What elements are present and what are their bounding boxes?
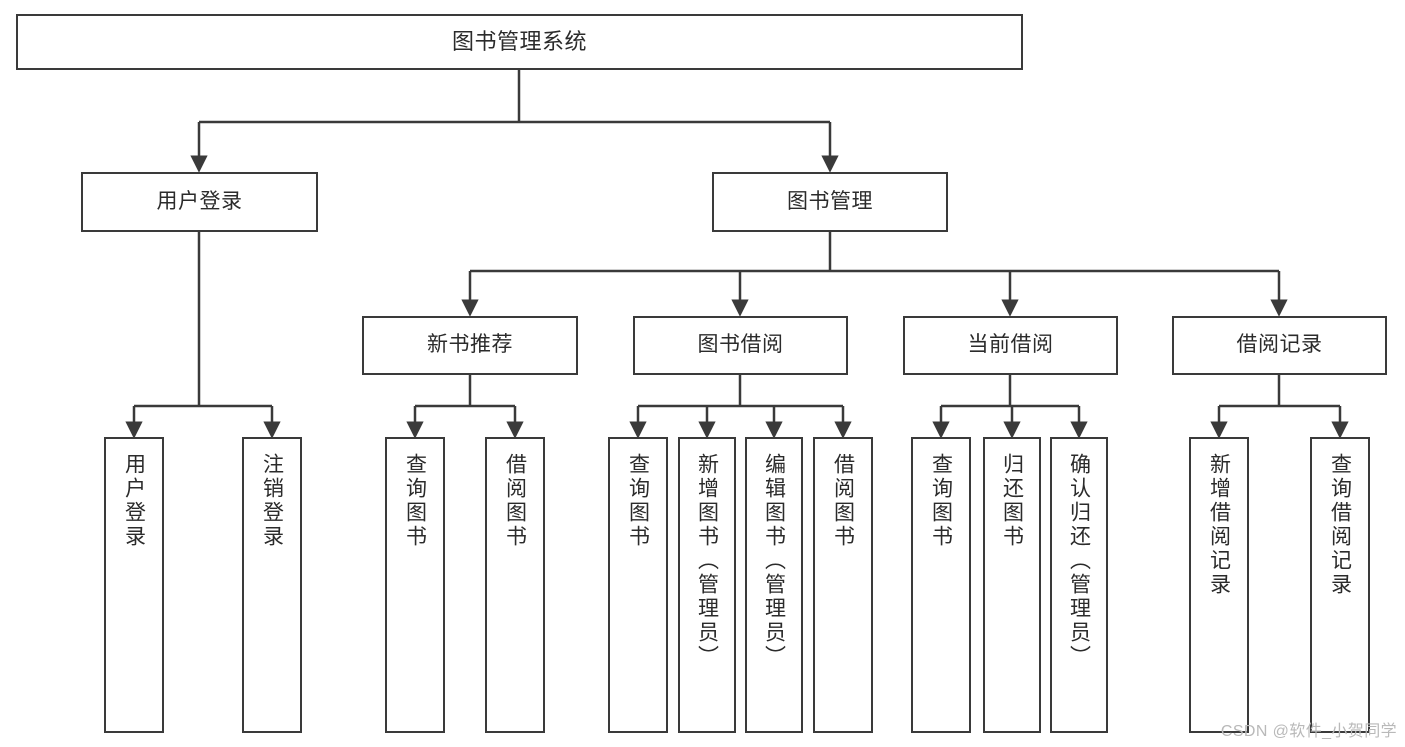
node-book-manage-label: 图书管理	[787, 189, 873, 213]
node-leaf-confirm-return-label: 确认归还（管理员）	[1067, 453, 1091, 669]
node-leaf-return-book[interactable]: 归还图书	[983, 437, 1041, 733]
node-new-book-rec-label: 新书推荐	[427, 333, 513, 357]
node-borrow-record-label: 借阅记录	[1236, 333, 1323, 357]
node-user-login[interactable]: 用户登录	[81, 172, 318, 232]
watermark-text: CSDN @软件_小贺同学	[1220, 723, 1397, 740]
node-leaf-borrow-book-2-label: 借阅图书	[831, 453, 855, 549]
node-leaf-confirm-return[interactable]: 确认归还（管理员）	[1050, 437, 1108, 733]
node-user-login-label: 用户登录	[156, 189, 243, 213]
node-book-borrow-label: 图书借阅	[697, 333, 784, 357]
node-leaf-add-record[interactable]: 新增借阅记录	[1189, 437, 1249, 733]
node-leaf-query-book-2-label: 查询图书	[626, 453, 650, 549]
node-leaf-user-login-label: 用户登录	[122, 453, 146, 549]
node-leaf-return-book-label: 归还图书	[1000, 453, 1024, 549]
node-leaf-user-logout[interactable]: 注销登录	[242, 437, 302, 733]
node-leaf-query-record[interactable]: 查询借阅记录	[1310, 437, 1370, 733]
node-leaf-query-book-3-label: 查询图书	[929, 453, 953, 549]
node-leaf-edit-book[interactable]: 编辑图书（管理员）	[745, 437, 803, 733]
node-book-manage[interactable]: 图书管理	[712, 172, 948, 232]
node-leaf-borrow-book-1-label: 借阅图书	[503, 453, 527, 549]
node-leaf-add-book[interactable]: 新增图书（管理员）	[678, 437, 736, 733]
node-current-borrow[interactable]: 当前借阅	[903, 316, 1118, 375]
node-leaf-query-book-1-label: 查询图书	[403, 453, 427, 549]
node-leaf-borrow-book-2[interactable]: 借阅图书	[813, 437, 873, 733]
node-leaf-query-book-1[interactable]: 查询图书	[385, 437, 445, 733]
node-leaf-edit-book-label: 编辑图书（管理员）	[762, 453, 786, 669]
node-root[interactable]: 图书管理系统	[16, 14, 1023, 70]
node-leaf-user-logout-label: 注销登录	[260, 453, 284, 549]
node-leaf-user-login[interactable]: 用户登录	[104, 437, 164, 733]
node-current-borrow-label: 当前借阅	[967, 333, 1054, 357]
node-leaf-add-record-label: 新增借阅记录	[1207, 453, 1231, 597]
node-leaf-query-book-3[interactable]: 查询图书	[911, 437, 971, 733]
node-book-borrow[interactable]: 图书借阅	[633, 316, 848, 375]
node-borrow-record[interactable]: 借阅记录	[1172, 316, 1387, 375]
node-leaf-query-record-label: 查询借阅记录	[1328, 453, 1352, 597]
node-leaf-query-book-2[interactable]: 查询图书	[608, 437, 668, 733]
node-leaf-borrow-book-1[interactable]: 借阅图书	[485, 437, 545, 733]
node-leaf-add-book-label: 新增图书（管理员）	[695, 453, 719, 669]
node-root-label: 图书管理系统	[451, 29, 587, 55]
node-new-book-rec[interactable]: 新书推荐	[362, 316, 578, 375]
